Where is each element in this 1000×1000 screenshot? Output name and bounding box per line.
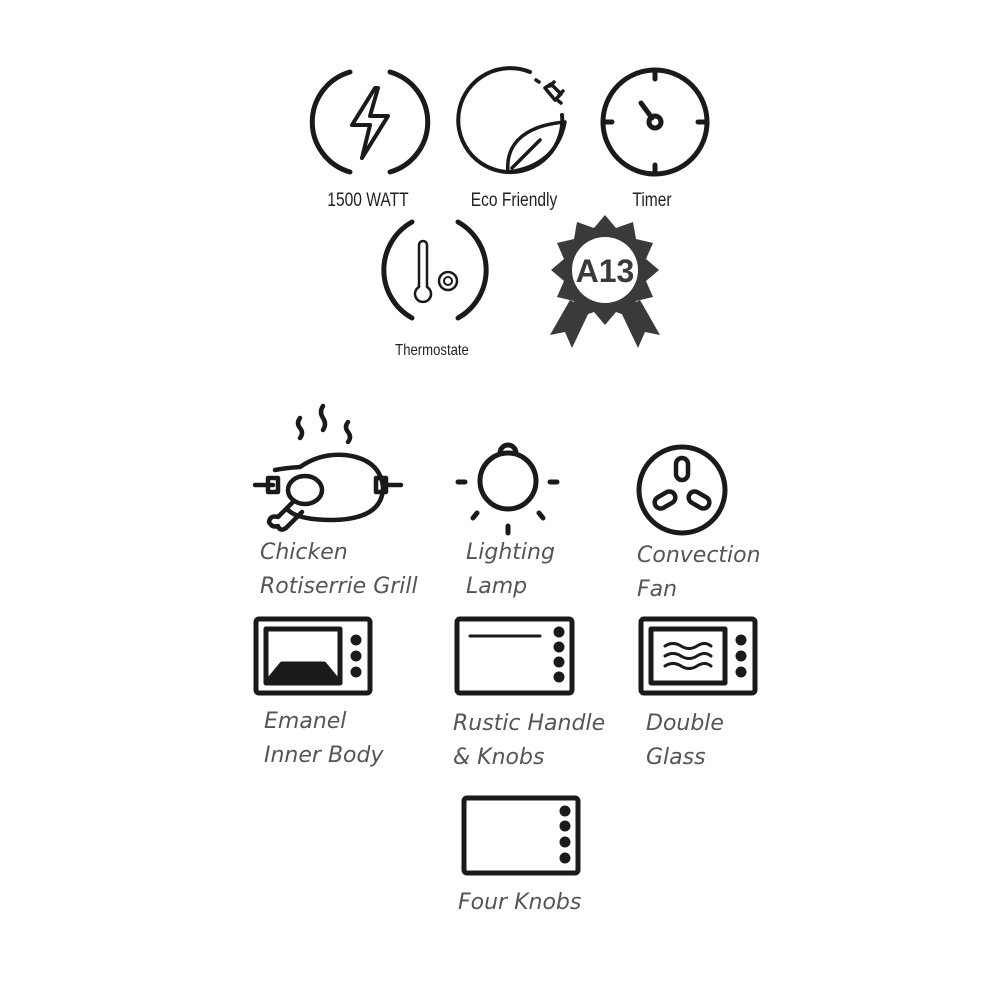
oven-four-knobs-icon	[461, 795, 581, 876]
eco-leaf-plug-icon	[456, 66, 567, 175]
label-line: & Knobs	[453, 745, 545, 770]
label-line: Chicken	[260, 540, 348, 565]
timer-icon	[600, 67, 710, 177]
label-line: Fan	[637, 577, 678, 602]
label-four-knobs: Four Knobs	[458, 886, 581, 920]
label-line: Rotiserrie Grill	[260, 574, 418, 599]
label-line: Lamp	[466, 574, 528, 599]
label-line: Four Knobs	[458, 890, 582, 915]
lightning-icon	[309, 69, 431, 175]
thermometer-icon	[381, 219, 489, 321]
label-rustic-handle: Rustic Handle & Knobs	[453, 707, 605, 775]
label-line: Rustic Handle	[453, 711, 606, 736]
lamp-icon	[455, 442, 560, 536]
oven-handle-icon	[454, 616, 575, 696]
fan-icon	[636, 444, 728, 536]
label-timer: Timer	[632, 190, 672, 211]
label-line: Double	[646, 711, 724, 736]
label-eco-friendly: Eco Friendly	[470, 190, 558, 211]
oven-glass-icon	[638, 616, 758, 696]
label-line: Inner Body	[264, 743, 384, 768]
label-thermostate: Thermostate	[395, 342, 469, 359]
label-line: Glass	[646, 745, 706, 770]
label-line: Convection	[637, 543, 761, 568]
badge-text: A13	[576, 253, 635, 289]
oven-enamel-icon	[253, 616, 373, 696]
award-badge-icon	[550, 215, 660, 348]
rotisserie-chicken-icon	[252, 403, 404, 532]
label-line: Emanel	[264, 709, 347, 734]
label-line: Lighting	[466, 540, 555, 565]
label-1500-watt: 1500 WATT	[327, 190, 409, 211]
